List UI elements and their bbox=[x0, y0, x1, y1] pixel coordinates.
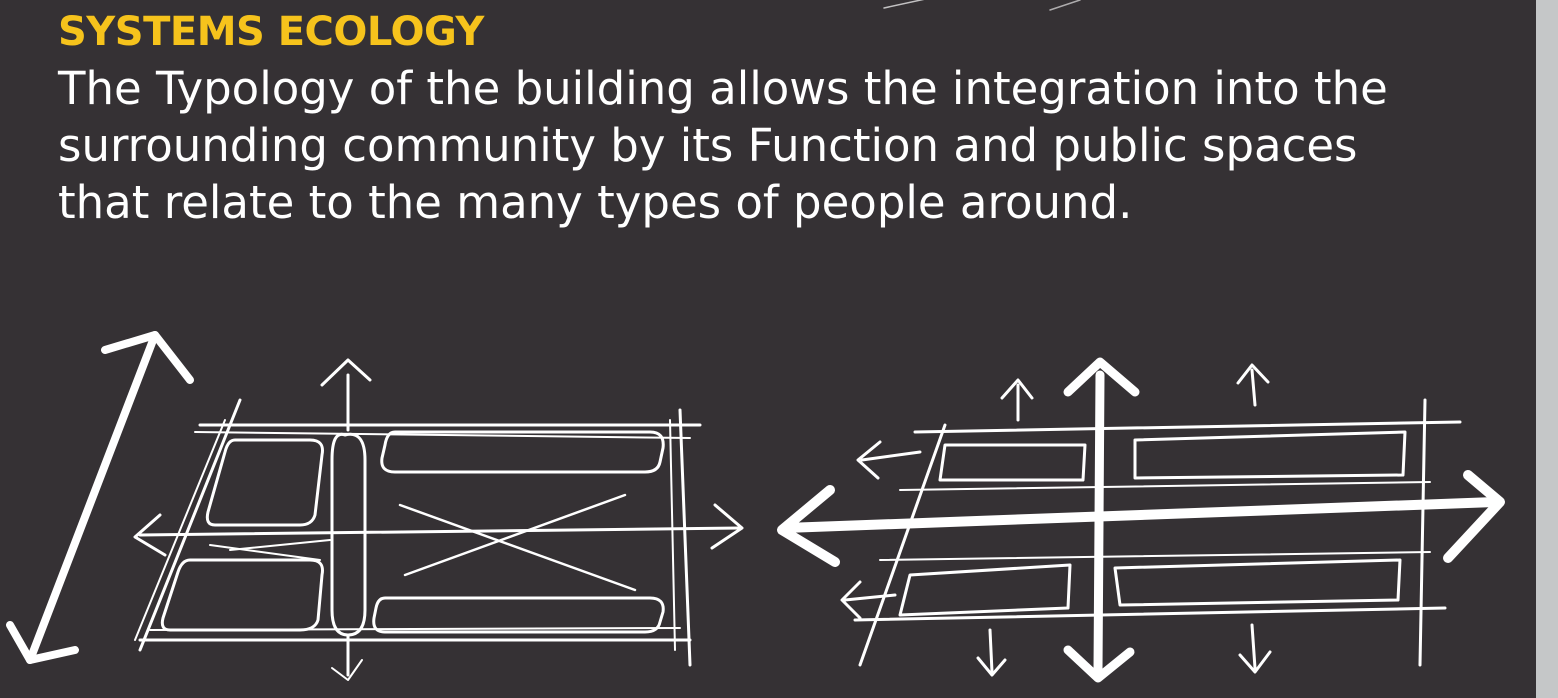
body-line-2: surrounding community by its Function an… bbox=[58, 119, 1358, 172]
top-scratch-marks bbox=[883, 0, 1081, 11]
site-plan-sketch-left bbox=[6, 331, 744, 681]
side-scroll-strip bbox=[1536, 0, 1558, 698]
site-plan-sketch-right bbox=[777, 357, 1505, 683]
body-line-1: The Typology of the building allows the … bbox=[58, 62, 1388, 115]
body-line-3: that relate to the many types of people … bbox=[58, 176, 1133, 229]
slide-heading: SYSTEMS ECOLOGY bbox=[58, 9, 484, 55]
slide-body-text: The Typology of the building allows the … bbox=[58, 60, 1478, 231]
